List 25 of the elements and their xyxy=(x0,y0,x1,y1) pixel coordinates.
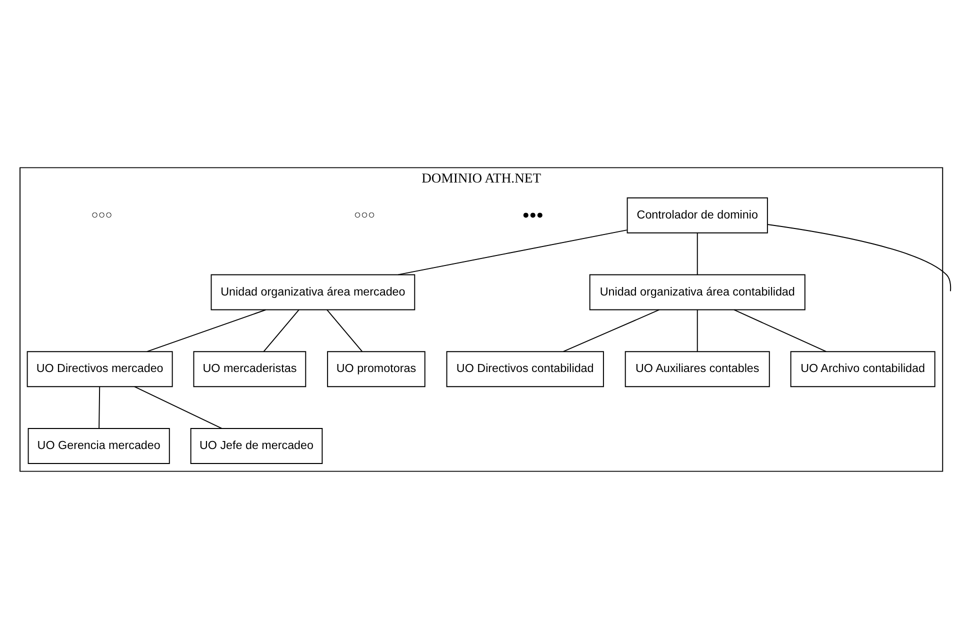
node-box: UO mercaderistas xyxy=(193,351,306,388)
connector xyxy=(696,309,698,352)
connector xyxy=(134,386,222,429)
connector xyxy=(696,232,698,276)
node-box: Unidad organizativa área mercadeo xyxy=(210,274,416,310)
node-box: UO Archivo contabilidad xyxy=(790,351,936,388)
connector xyxy=(98,386,100,429)
label: ●●● xyxy=(522,208,544,222)
connector xyxy=(326,309,363,352)
label: ○○○ xyxy=(91,208,112,222)
connector xyxy=(263,309,300,352)
node-box: UO Directivos mercadeo xyxy=(26,351,173,388)
node-box: Controlador de dominio xyxy=(626,197,768,234)
node-box: UO Jefe de mercadeo xyxy=(190,428,323,464)
connector xyxy=(562,309,660,352)
connector xyxy=(767,224,952,292)
label: ○○○ xyxy=(354,208,376,222)
node-box: UO Directivos contabilidad xyxy=(446,351,604,388)
node-box: Unidad organizativa área contabilidad xyxy=(589,274,806,310)
connector xyxy=(146,309,266,352)
connector xyxy=(398,230,628,276)
connector xyxy=(734,309,827,352)
node-box: UO Gerencia mercadeo xyxy=(28,428,170,464)
node-box: UO Auxiliares contables xyxy=(624,351,770,388)
node-box: UO promotoras xyxy=(327,351,426,388)
